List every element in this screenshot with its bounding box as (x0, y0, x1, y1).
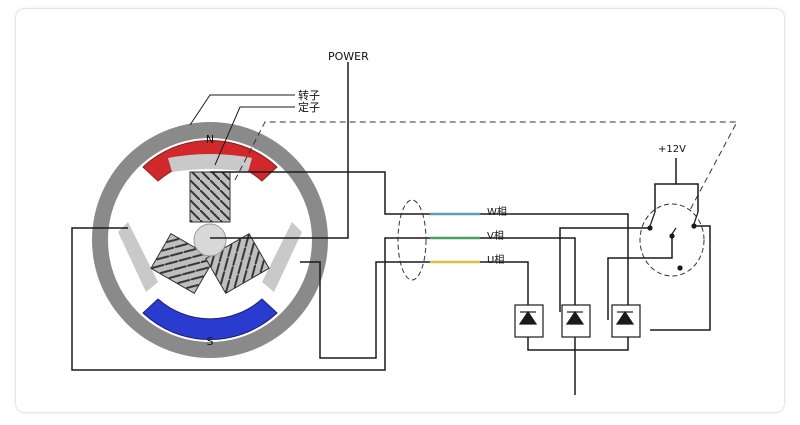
power-label: POWER (328, 50, 369, 63)
left-coil (150, 232, 215, 295)
rotor-hub (193, 223, 227, 257)
supply-wire (654, 158, 699, 212)
transistor-u (514, 304, 544, 338)
supply-label: +12V (658, 144, 686, 155)
transistor-w (611, 304, 641, 338)
stator-label: 定子 (298, 100, 320, 114)
hall-sensor-ellipse (639, 203, 705, 277)
motor: N S (92, 122, 328, 358)
left-pole-shoe (118, 222, 158, 292)
phase-u-label: U相 (487, 253, 504, 266)
cable-bundle-ellipse (397, 199, 427, 281)
hall-control-wires (559, 225, 711, 331)
right-coil (205, 232, 270, 295)
north-label: N (206, 133, 214, 146)
phase-w-label: W相 (487, 205, 507, 218)
phase-drive-wires (480, 213, 629, 305)
ground-bus (527, 337, 629, 395)
hall-switches (647, 211, 699, 271)
phase-v-label: V相 (487, 229, 504, 242)
power-wire (210, 62, 349, 239)
sensor-dashed-link (234, 121, 738, 211)
right-pole-shoe (262, 222, 302, 292)
transistor-v (561, 304, 591, 338)
south-label: S (207, 335, 214, 348)
winding-wires (71, 171, 430, 371)
rotor-label: 转子 (298, 88, 320, 102)
top-coil (189, 171, 231, 223)
top-pole-shoe (168, 154, 252, 172)
south-pole-magnet (142, 298, 278, 340)
callouts (189, 94, 295, 166)
